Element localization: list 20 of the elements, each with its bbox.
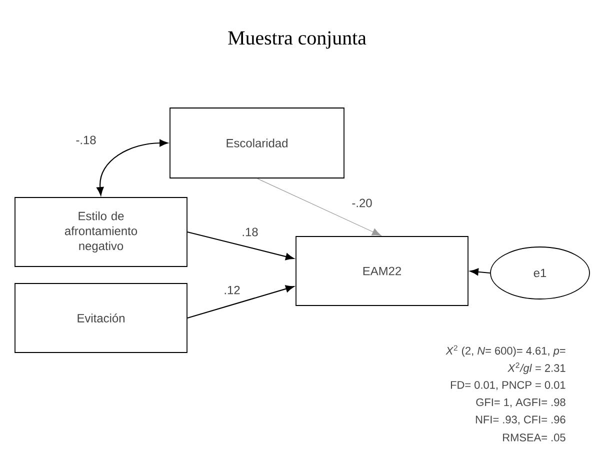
fit-statistic: X$^{2}$ (2, N= 600)= 4.61, p= [446, 345, 566, 357]
coefficient-label: -.20 [352, 198, 372, 208]
path-arrow [187, 285, 294, 319]
coefficient-label: .12 [224, 286, 240, 294]
path-arrow [187, 231, 294, 260]
fit-statistic: RMSEA= .05 [503, 434, 566, 442]
fit-statistic: X$^{2}$/gl = 2.31 [508, 362, 566, 374]
variable-box: Estilo de afrontamiento negativo [14, 197, 188, 267]
fit-statistic: GFI= 1, AGFI= .98 [476, 398, 566, 408]
path-arrow [256, 178, 382, 236]
coefficient-label: .18 [242, 228, 258, 236]
path-arrow [470, 268, 490, 276]
variable-box: Evitación [14, 283, 188, 353]
title: Muestra conjunta [228, 31, 366, 49]
fit-statistic: NFI= .93, CFI= .96 [476, 416, 566, 425]
variable-box: Escolaridad [170, 108, 344, 178]
path-arrow [96, 139, 168, 196]
coefficient-label: -.18 [76, 136, 96, 144]
variable-box: EAM22 [296, 236, 468, 306]
fit-statistic: FD= 0.01, PNCP = 0.01 [450, 381, 566, 390]
